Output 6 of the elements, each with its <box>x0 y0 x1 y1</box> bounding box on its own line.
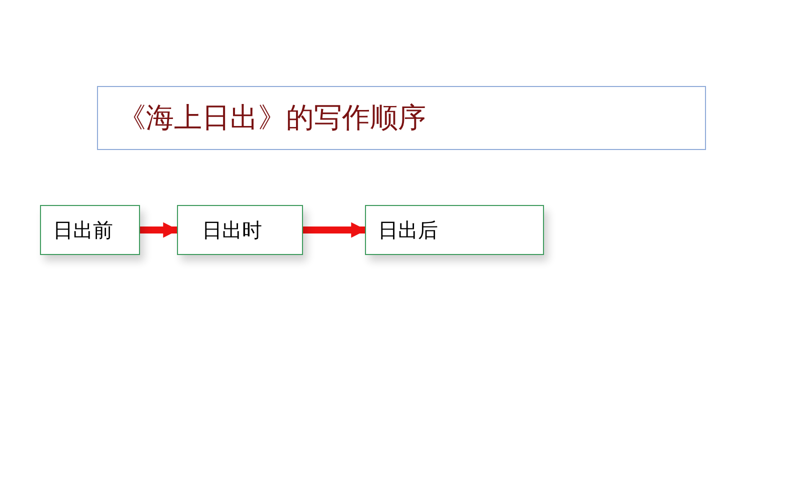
process-box: 日出时 <box>177 205 303 255</box>
arrow <box>303 222 367 238</box>
arrow <box>140 222 179 238</box>
process-box: 日出前 <box>40 205 140 255</box>
title-box: 《海上日出》的写作顺序 <box>97 86 706 150</box>
process-box: 日出后 <box>365 205 544 255</box>
